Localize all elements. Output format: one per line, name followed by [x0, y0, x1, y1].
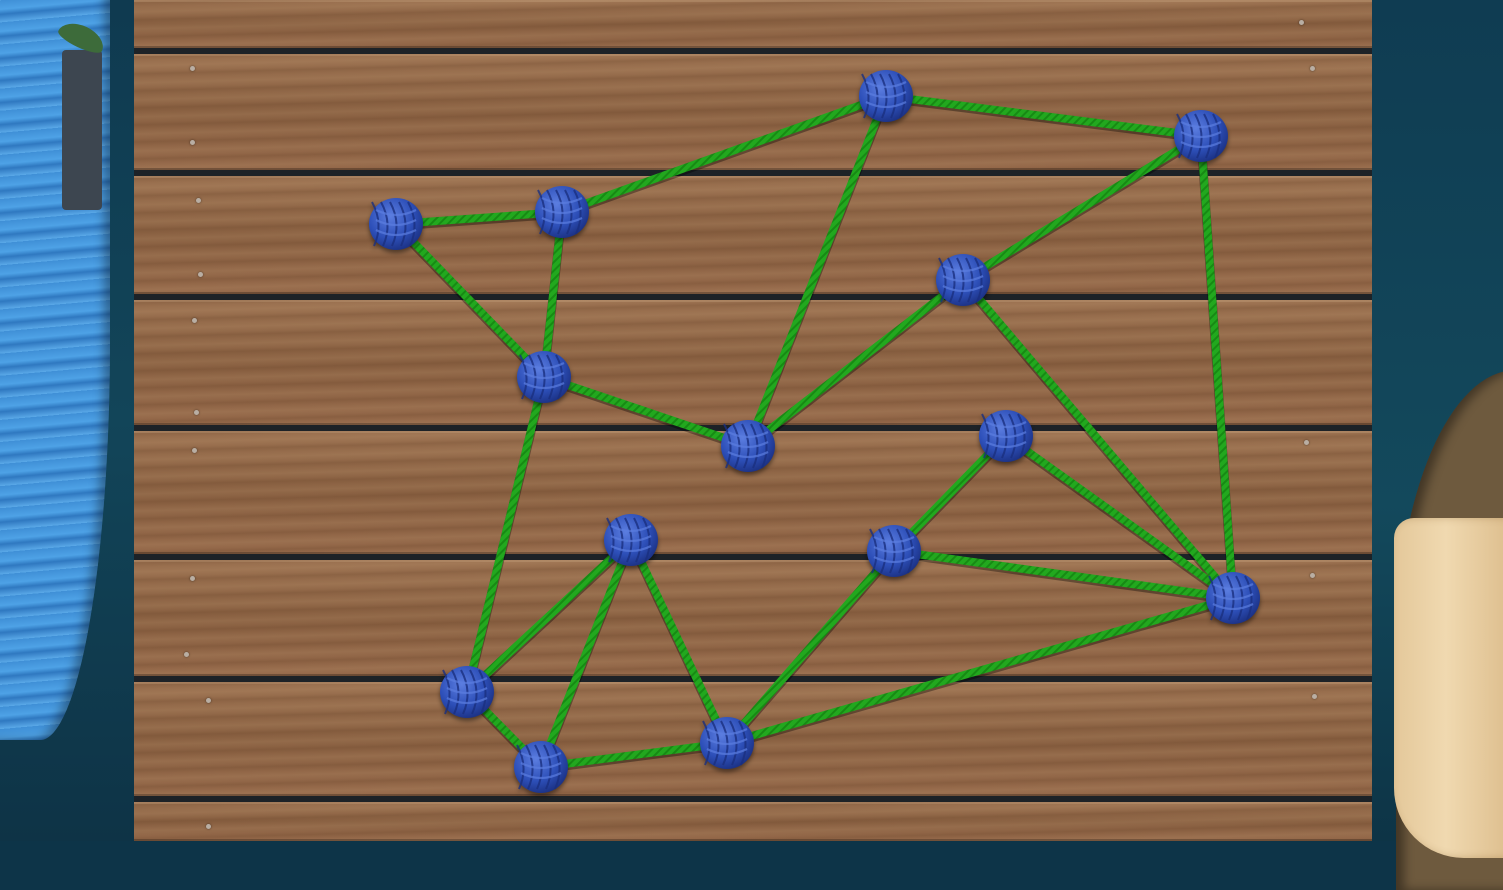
rope-k7-k5: [744, 276, 967, 450]
nail: [194, 410, 199, 415]
nail: [196, 198, 201, 203]
rope-k8-k10: [890, 432, 1010, 555]
nail: [192, 318, 197, 323]
rope-k5-k4: [959, 132, 1205, 284]
knot-k2[interactable]: [535, 186, 589, 238]
rope-k2-k6: [540, 208, 566, 381]
rope-k13-k11: [723, 594, 1237, 747]
knot-k5[interactable]: [936, 254, 990, 306]
rope-graph: [369, 70, 1260, 793]
nail: [192, 448, 197, 453]
dock-plank: [134, 300, 1372, 425]
rope-k10-k11: [890, 547, 1237, 602]
nail: [1304, 440, 1309, 445]
knot-k12[interactable]: [440, 666, 494, 718]
rope-k4-k11: [1197, 132, 1237, 602]
nail: [1312, 694, 1317, 699]
rope-k5-k11: [959, 276, 1237, 602]
knot-k14[interactable]: [514, 741, 568, 793]
rope-k3-k7: [744, 92, 890, 450]
knot-k3[interactable]: [859, 70, 913, 122]
rope-k2-k3: [558, 92, 890, 216]
knot-k11[interactable]: [1206, 572, 1260, 624]
knot-k7[interactable]: [721, 420, 775, 472]
dock-plank: [134, 0, 1372, 48]
nail: [1299, 20, 1304, 25]
nail: [206, 824, 211, 829]
dock-plank: [134, 176, 1372, 294]
nail: [184, 652, 189, 657]
knot-k9[interactable]: [604, 514, 658, 566]
nail: [190, 66, 195, 71]
wooden-dock: [134, 0, 1372, 841]
nail: [190, 140, 195, 145]
knot-k4[interactable]: [1174, 110, 1228, 162]
nail: [1310, 66, 1315, 71]
oar-paddle: [1394, 518, 1503, 858]
knot-k1[interactable]: [369, 198, 423, 250]
rope-k3-k4: [882, 92, 1205, 140]
rope-k1-k6: [392, 220, 548, 381]
rope-k12-k9: [463, 536, 635, 696]
knot-k8[interactable]: [979, 410, 1033, 462]
nail: [198, 272, 203, 277]
rope-k10-k13: [723, 547, 898, 747]
knot-k10[interactable]: [867, 525, 921, 577]
rope-k6-k12: [463, 373, 548, 696]
dock-plank: [134, 802, 1372, 841]
nail: [206, 698, 211, 703]
rope-k9-k13: [627, 536, 731, 747]
knot-k6[interactable]: [517, 351, 571, 403]
rope-k9-k14: [537, 536, 635, 771]
rope-k6-k7: [540, 373, 752, 450]
rope-k8-k11: [1002, 432, 1237, 602]
nail: [1310, 573, 1315, 578]
boat-rail: [62, 50, 102, 210]
dock-plank: [134, 54, 1372, 170]
rope-k14-k13: [537, 739, 731, 771]
knot-k13[interactable]: [700, 717, 754, 769]
rope-k1-k2: [392, 208, 566, 228]
nail: [190, 576, 195, 581]
